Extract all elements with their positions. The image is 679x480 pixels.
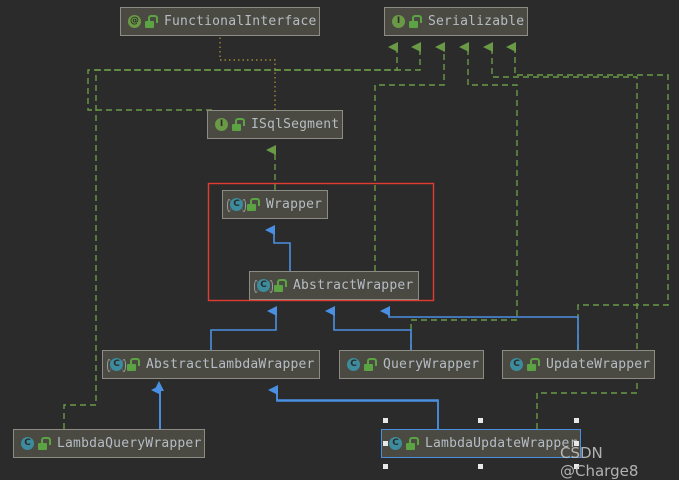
resize-handle-middle-left[interactable] — [383, 441, 388, 446]
abstract-class-icon: C — [227, 197, 246, 212]
extends-edge-tails — [159, 392, 439, 429]
lock-icon — [364, 358, 377, 371]
node-label: AbstractLambdaWrapper — [146, 357, 315, 372]
node-functionalinterface[interactable]: @ FunctionalInterface — [120, 7, 320, 36]
edge-isqlsegment-functionalinterface — [219, 36, 276, 110]
resize-handle-bottom-left[interactable] — [383, 464, 388, 469]
node-label: Wrapper — [266, 197, 323, 212]
interface-icon: I — [391, 14, 406, 29]
node-isqlsegment[interactable]: I ISqlSegment — [207, 110, 343, 139]
lock-icon — [38, 437, 51, 450]
lock-icon — [409, 15, 422, 28]
node-abstractlambdawrapper[interactable]: C AbstractLambdaWrapper — [102, 350, 320, 379]
node-wrapper[interactable]: C Wrapper — [222, 190, 328, 219]
lock-icon — [527, 358, 540, 371]
annotation-icon: @ — [128, 15, 141, 28]
resize-handle-top-right[interactable] — [574, 418, 579, 423]
abstract-class-icon: C — [107, 357, 126, 372]
node-label: QueryWrapper — [383, 357, 480, 372]
resize-handle-top-left[interactable] — [383, 418, 388, 423]
node-label: LambdaUpdateWrapper — [425, 436, 578, 451]
resize-handle-bottom-right[interactable] — [574, 464, 579, 469]
node-querywrapper[interactable]: C QueryWrapper — [339, 350, 484, 379]
implements-edges — [63, 42, 669, 429]
extends-edges — [151, 225, 579, 429]
node-lambdaquerywrapper[interactable]: C LambdaQueryWrapper — [13, 429, 205, 458]
class-icon: C — [509, 357, 524, 372]
resize-handle-top-center[interactable] — [478, 418, 483, 423]
lock-icon — [232, 118, 245, 131]
lock-icon — [274, 279, 287, 292]
interface-icon: I — [214, 117, 229, 132]
node-label: Serializable — [428, 14, 525, 29]
node-serializable[interactable]: I Serializable — [384, 7, 528, 36]
node-abstractwrapper[interactable]: C AbstractWrapper — [249, 271, 419, 300]
lock-icon — [247, 198, 260, 211]
abstract-class-icon: C — [254, 278, 273, 293]
selection-rectangle — [207, 182, 435, 302]
node-label: LambdaQueryWrapper — [57, 436, 202, 451]
lock-icon — [406, 437, 419, 450]
class-icon: C — [388, 436, 403, 451]
resize-handle-middle-right[interactable] — [574, 441, 579, 446]
class-icon: C — [20, 436, 35, 451]
node-label: UpdateWrapper — [546, 357, 651, 372]
node-updatewrapper[interactable]: C UpdateWrapper — [502, 350, 655, 379]
watermark: CSDN @Charge8 — [560, 444, 639, 480]
resize-handle-bottom-center[interactable] — [478, 464, 483, 469]
node-label: FunctionalInterface — [164, 14, 317, 29]
node-lambdaupdatewrapper[interactable]: C LambdaUpdateWrapper — [381, 429, 581, 458]
class-icon: C — [346, 357, 361, 372]
node-label: AbstractWrapper — [293, 278, 414, 293]
lock-icon — [127, 358, 140, 371]
lock-icon — [145, 15, 158, 28]
node-label: ISqlSegment — [251, 117, 340, 132]
